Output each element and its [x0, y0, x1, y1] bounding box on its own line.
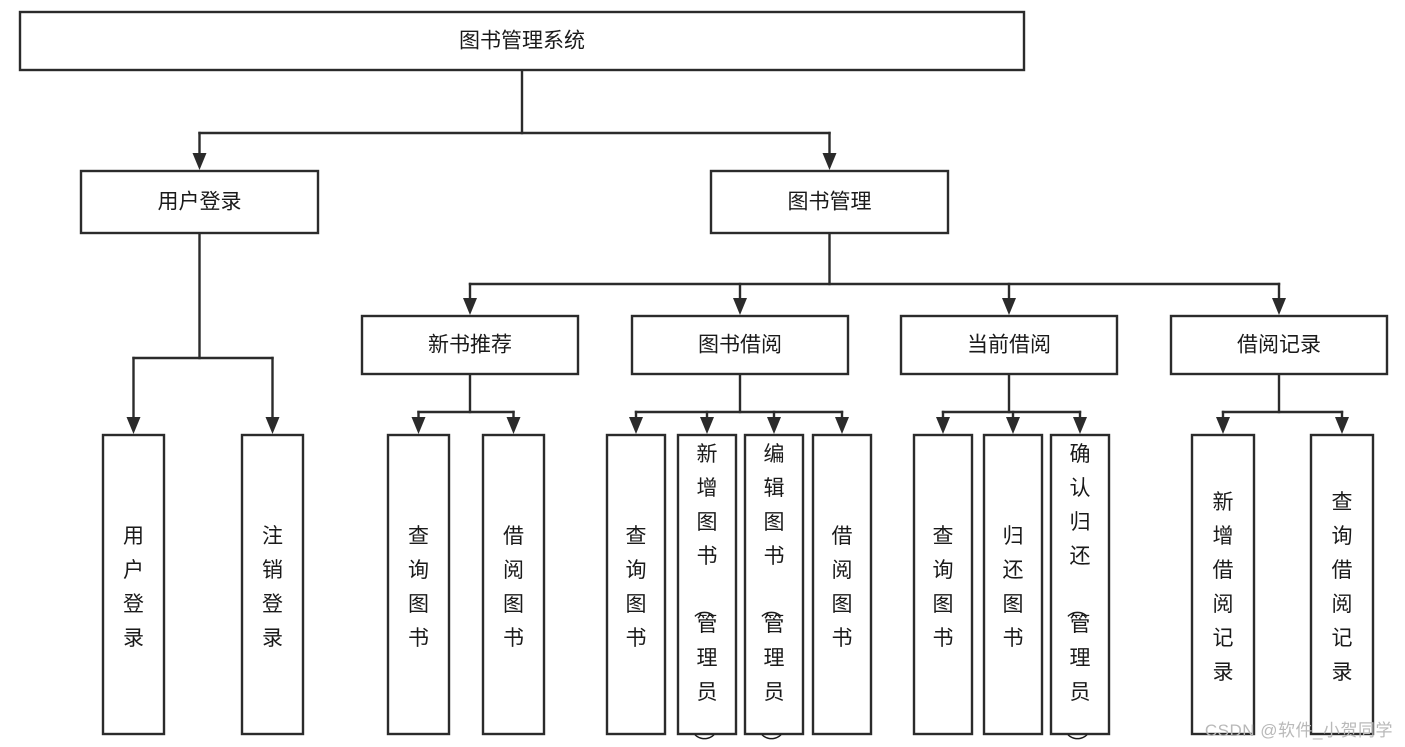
node-label-leaf-borrow-books-rec: 借阅图书	[503, 525, 524, 650]
edge-group-new-book-recommend	[411, 372, 521, 434]
node-leaf-user-logout[interactable]: 注销登录	[240, 433, 305, 736]
node-label-borrow-records: 借阅记录	[1237, 334, 1321, 357]
node-leaf-return-books[interactable]: 归还图书	[982, 433, 1044, 736]
node-box-leaf-query-books-borrow[interactable]	[605, 433, 667, 736]
node-label-root: 图书管理系统	[459, 30, 585, 53]
arrow-head-icon	[629, 417, 643, 434]
node-label-leaf-confirm-return-admin: 确认归还（管理员）	[1065, 443, 1091, 747]
node-box-leaf-user-login[interactable]	[101, 433, 166, 736]
node-label-leaf-return-books: 归还图书	[1003, 525, 1024, 650]
arrow-head-icon	[1073, 417, 1087, 434]
arrow-head-icon	[1335, 417, 1349, 434]
node-label-book-management: 图书管理	[788, 191, 872, 214]
node-box-root[interactable]	[18, 10, 1026, 72]
node-label-leaf-query-books-current: 查询图书	[933, 525, 954, 650]
node-box-leaf-query-books-rec[interactable]	[386, 433, 451, 736]
node-label-user-login: 用户登录	[158, 191, 242, 214]
edge-group-book-borrow	[629, 372, 849, 434]
arrow-head-icon	[822, 153, 837, 170]
node-label-book-borrow: 图书借阅	[698, 334, 782, 357]
node-book-borrow[interactable]: 图书借阅	[630, 314, 850, 376]
node-leaf-query-books-rec[interactable]: 查询图书	[386, 433, 451, 736]
arrow-head-icon	[835, 417, 849, 434]
node-box-borrow-records[interactable]	[1169, 314, 1389, 376]
connector-edges-layer	[126, 68, 1349, 434]
edge-group-user-login	[126, 231, 280, 434]
node-box-leaf-return-books[interactable]	[982, 433, 1044, 736]
node-box-leaf-edit-book-admin[interactable]	[743, 433, 805, 736]
arrow-head-icon	[126, 417, 141, 434]
node-box-leaf-confirm-return-admin[interactable]	[1049, 433, 1111, 736]
node-label-current-borrow: 当前借阅	[967, 334, 1051, 357]
arrow-head-icon	[1006, 417, 1020, 434]
node-box-current-borrow[interactable]	[899, 314, 1119, 376]
node-leaf-borrow-books-rec[interactable]: 借阅图书	[481, 433, 546, 736]
node-leaf-query-borrow-record[interactable]: 查询借阅记录	[1309, 433, 1375, 736]
arrow-head-icon	[411, 417, 426, 434]
node-user-login[interactable]: 用户登录	[79, 169, 320, 235]
csdn-watermark: CSDN @软件_小贺同学	[1204, 721, 1393, 740]
node-box-leaf-borrow-books-rec[interactable]	[481, 433, 546, 736]
node-label-new-book-recommend: 新书推荐	[428, 334, 512, 357]
node-book-management[interactable]: 图书管理	[709, 169, 950, 235]
arrow-head-icon	[1216, 417, 1230, 434]
node-leaf-confirm-return-admin[interactable]: 确认归还（管理员）	[1049, 433, 1111, 747]
node-box-book-borrow[interactable]	[630, 314, 850, 376]
node-current-borrow[interactable]: 当前借阅	[899, 314, 1119, 376]
node-borrow-records[interactable]: 借阅记录	[1169, 314, 1389, 376]
edge-group-book-management	[463, 231, 1286, 315]
node-leaf-edit-book-admin[interactable]: 编辑图书（管理员）	[743, 433, 805, 747]
node-label-leaf-user-logout: 注销登录	[262, 525, 283, 650]
node-label-leaf-query-books-borrow: 查询图书	[626, 525, 647, 650]
node-label-leaf-borrow-books-borrow: 借阅图书	[832, 525, 853, 650]
node-root[interactable]: 图书管理系统	[18, 10, 1026, 72]
node-leaf-query-books-current[interactable]: 查询图书	[912, 433, 974, 736]
arrow-head-icon	[733, 298, 747, 315]
node-box-leaf-borrow-books-borrow[interactable]	[811, 433, 873, 736]
diagram-nodes-layer: 图书管理系统用户登录图书管理新书推荐图书借阅当前借阅借阅记录用户登录注销登录查询…	[18, 10, 1389, 747]
node-leaf-borrow-books-borrow[interactable]: 借阅图书	[811, 433, 873, 736]
arrow-head-icon	[700, 417, 714, 434]
arrow-head-icon	[1272, 298, 1286, 315]
node-label-leaf-user-login: 用户登录	[123, 525, 144, 650]
node-label-leaf-add-book-admin: 新增图书（管理员）	[692, 443, 718, 747]
node-label-leaf-add-borrow-record: 新增借阅记录	[1213, 491, 1234, 684]
arrow-head-icon	[1002, 298, 1016, 315]
node-label-leaf-edit-book-admin: 编辑图书（管理员）	[759, 443, 785, 747]
node-box-new-book-recommend[interactable]	[360, 314, 580, 376]
arrow-head-icon	[936, 417, 950, 434]
edge-group-borrow-records	[1216, 372, 1349, 434]
node-leaf-add-book-admin[interactable]: 新增图书（管理员）	[676, 433, 738, 747]
arrow-head-icon	[192, 153, 207, 170]
node-box-leaf-query-books-current[interactable]	[912, 433, 974, 736]
node-box-leaf-user-logout[interactable]	[240, 433, 305, 736]
node-label-leaf-query-books-rec: 查询图书	[408, 525, 429, 650]
node-label-leaf-query-borrow-record: 查询借阅记录	[1332, 491, 1353, 684]
arrow-head-icon	[506, 417, 521, 434]
arrow-head-icon	[767, 417, 781, 434]
node-box-leaf-query-borrow-record[interactable]	[1309, 433, 1375, 736]
node-new-book-recommend[interactable]: 新书推荐	[360, 314, 580, 376]
node-leaf-query-books-borrow[interactable]: 查询图书	[605, 433, 667, 736]
edge-group-root	[192, 68, 837, 170]
edge-group-current-borrow	[936, 372, 1087, 434]
node-box-leaf-add-borrow-record[interactable]	[1190, 433, 1256, 736]
arrow-head-icon	[463, 298, 477, 315]
node-leaf-add-borrow-record[interactable]: 新增借阅记录	[1190, 433, 1256, 736]
arrow-head-icon	[265, 417, 280, 434]
node-box-user-login[interactable]	[79, 169, 320, 235]
node-box-leaf-add-book-admin[interactable]	[676, 433, 738, 736]
node-box-book-management[interactable]	[709, 169, 950, 235]
node-leaf-user-login[interactable]: 用户登录	[101, 433, 166, 736]
